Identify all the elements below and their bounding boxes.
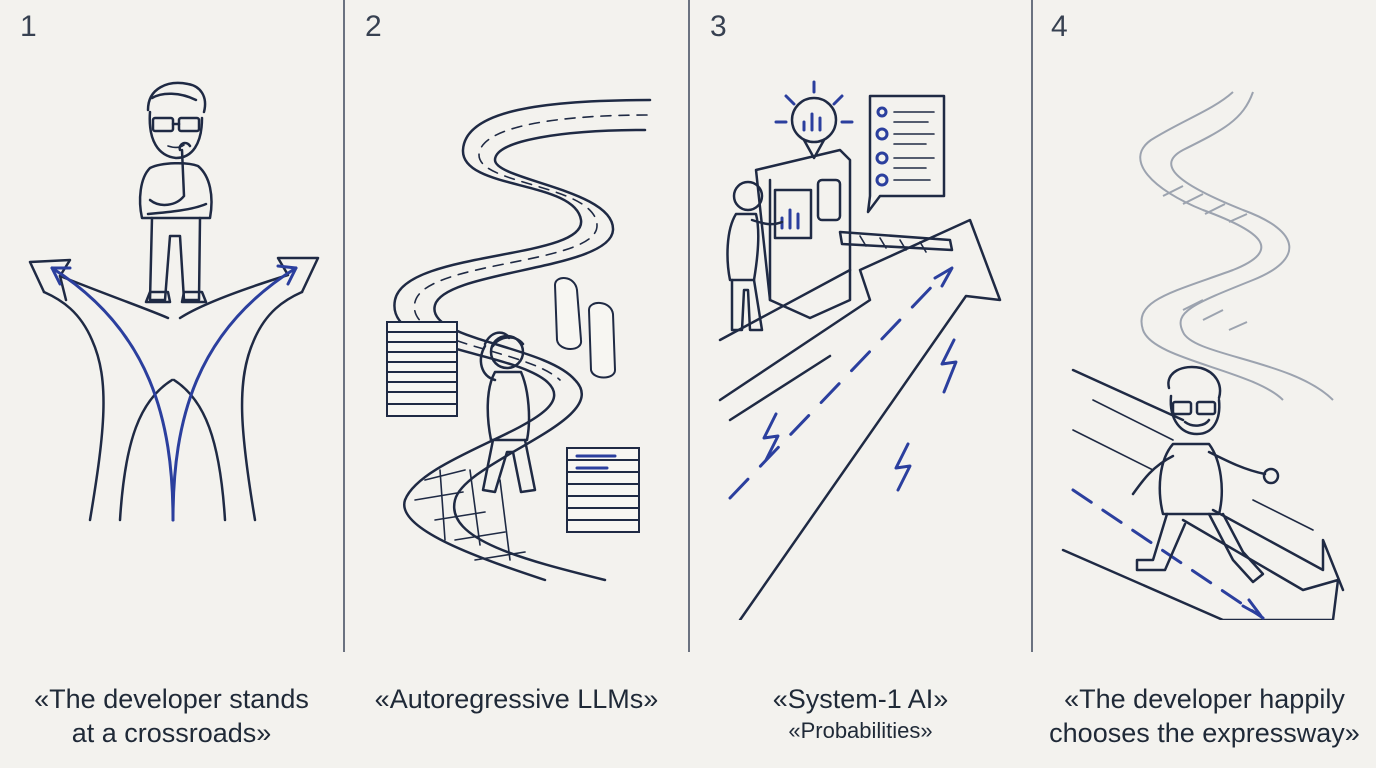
faded-cobblestone-road-icon [1139,91,1334,401]
thinking-developer-icon [138,81,213,304]
running-developer-icon [1131,365,1280,584]
winding-paper-road-icon [386,98,652,582]
panel-divider [1031,0,1033,652]
forking-road-arrows-icon [28,256,320,522]
caption-line: «Autoregressive LLMs» [374,684,659,714]
panel-number: 3 [710,10,727,43]
panel-3: 3 [690,0,1031,768]
panel-caption: «The developer happily chooses the expre… [1033,682,1376,750]
speech-bubble-report-icon [866,94,946,214]
caption-line: at a crossroads» [71,718,272,748]
panel-caption: «System-1 AI» «Probabilities» [690,682,1031,746]
caption-subline: «Probabilities» [788,718,933,743]
caption-line: «The developer stands [34,684,309,714]
stressed-developer-icon [479,331,537,494]
caption-line: «The developer happily [1064,684,1345,714]
caption-line: chooses the expressway» [1049,718,1360,748]
lightbulb-chart-icon [774,80,854,160]
paper-stack-left [386,321,458,417]
ai-kiosk-icon [726,80,954,332]
paper-stack-right [566,447,640,533]
panel-1: 1 [0,0,343,768]
panel-divider [343,0,345,652]
panel-number: 4 [1051,10,1068,43]
expressway-arrow-icon [1061,368,1345,620]
panel-divider [688,0,690,652]
panel-number: 1 [20,10,37,43]
panel-number: 2 [365,10,382,43]
panel-caption: «Autoregressive LLMs» [345,682,688,716]
caption-line: «System-1 AI» [772,684,949,714]
panel-4: 4 «The developer ha [1033,0,1376,768]
panel-2: 2 [345,0,688,768]
panel-caption: «The developer stands at a crossroads» [0,682,343,750]
